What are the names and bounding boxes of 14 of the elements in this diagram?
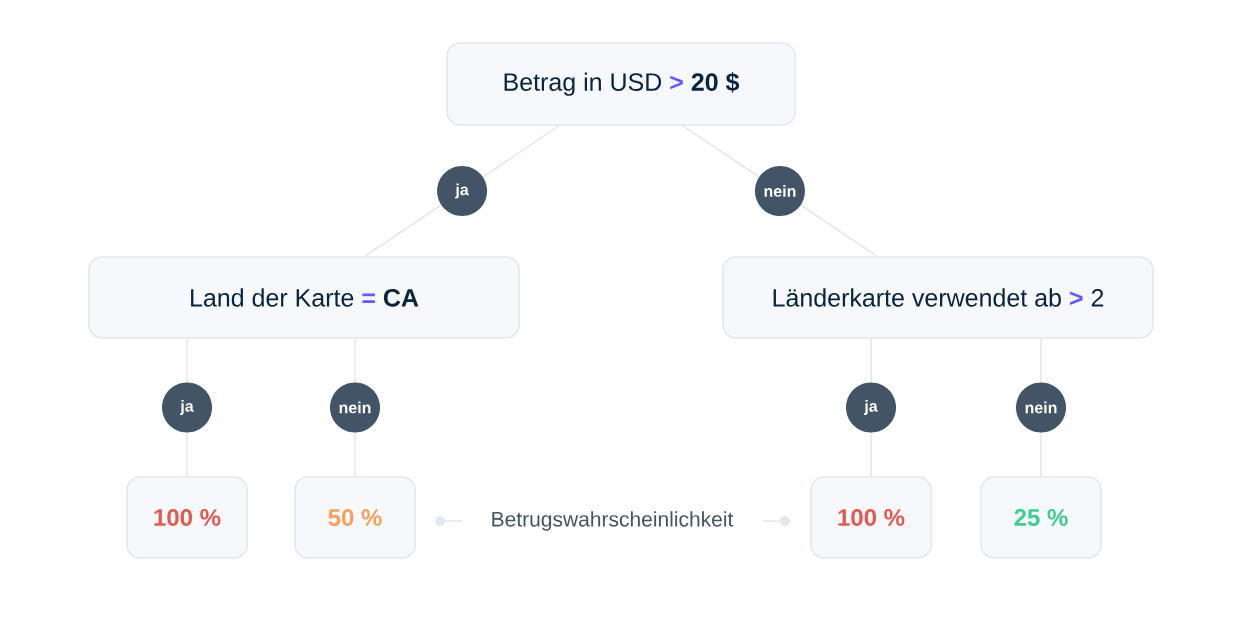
result-box: 25 % [980,476,1102,559]
condition-box: Länderkarte verwendet ab > 2 [722,256,1154,339]
condition-box: Betrag in USD > 20 $ [446,42,796,126]
annotation-text: Betrugswahrscheinlichkeit [492,511,734,531]
result-box: 50 % [294,476,416,559]
edge-label: ja [162,382,212,433]
condition-box: Land der Karte = CA [88,256,520,339]
edge-label: nein [754,166,805,216]
result-box: 100 % [810,476,932,559]
result-box: 100 % [126,476,248,559]
edge-label: nein [1016,382,1066,433]
edge-label: ja [846,382,896,433]
edge-label: nein [330,382,380,433]
edge-label: ja [437,166,488,216]
